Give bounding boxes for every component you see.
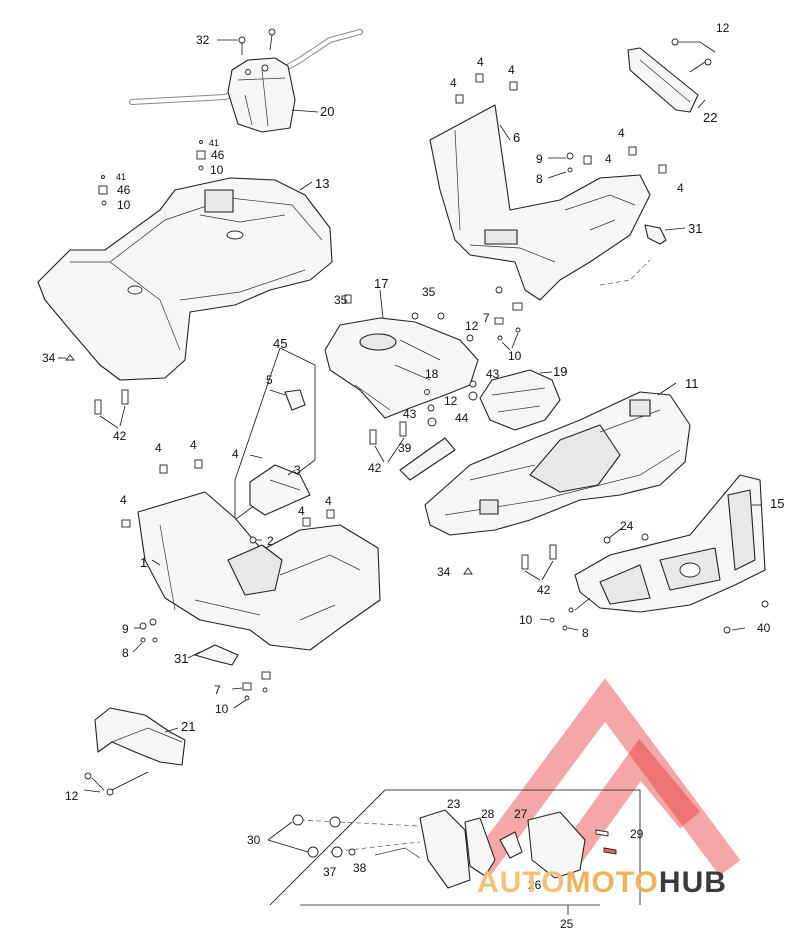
watermark-part-auto: AUTO [477, 866, 565, 899]
label-8: 8 [122, 646, 129, 660]
label-38: 38 [353, 861, 367, 875]
label-13: 13 [315, 176, 329, 191]
label-19: 19 [553, 364, 567, 379]
right-footwell [429, 73, 686, 351]
label-41: 41 [209, 138, 219, 148]
label-40: 40 [757, 621, 771, 635]
label-31: 31 [688, 221, 702, 236]
label-8: 8 [582, 626, 589, 640]
label-12: 12 [444, 394, 458, 408]
label-4: 4 [120, 493, 127, 507]
label-25: 25 [560, 917, 574, 931]
front-rack [539, 474, 769, 634]
label-22: 22 [703, 110, 717, 125]
handguard [627, 38, 716, 113]
label-35: 35 [422, 285, 436, 299]
label-31: 31 [174, 651, 188, 666]
rear-fender [37, 140, 333, 429]
svg-text:AUTOMOTOHUB: AUTOMOTOHUB [477, 866, 727, 899]
label-10: 10 [508, 349, 522, 363]
label-30: 30 [247, 833, 261, 847]
handlebar-pod-assembly [129, 28, 363, 133]
label-11: 11 [685, 376, 699, 391]
tail-light-assembly [267, 789, 641, 915]
label-4: 4 [477, 55, 484, 69]
label-4: 4 [155, 441, 162, 455]
watermark-text: AUTOMOTOHUB [477, 866, 727, 899]
label-10: 10 [519, 613, 533, 627]
label-39: 39 [398, 441, 412, 455]
label-21: 21 [181, 719, 195, 734]
label-3: 3 [294, 463, 301, 477]
label-27: 27 [514, 807, 528, 821]
label-1: 1 [140, 555, 147, 570]
label-34: 34 [42, 351, 56, 365]
label-5: 5 [266, 373, 273, 387]
left-footwell [121, 459, 381, 709]
label-12: 12 [65, 789, 79, 803]
label-43: 43 [486, 367, 500, 381]
label-15: 15 [770, 496, 784, 511]
label-18: 18 [425, 367, 439, 381]
label-23: 23 [447, 797, 461, 811]
front-fender [424, 382, 691, 581]
label-4: 4 [508, 63, 515, 77]
label-43: 43 [403, 407, 417, 421]
label-29: 29 [630, 827, 644, 841]
watermark-part-moto: MOTO [565, 866, 658, 899]
label-4: 4 [605, 152, 612, 166]
label-4: 4 [618, 126, 625, 140]
label-17: 17 [374, 276, 388, 291]
label-7: 7 [214, 683, 221, 697]
label-34: 34 [437, 565, 451, 579]
label-46: 46 [117, 183, 131, 197]
label-2: 2 [267, 534, 274, 548]
label-12: 12 [716, 21, 730, 35]
label-41: 41 [116, 172, 126, 182]
mudflap-left [83, 707, 186, 796]
headlight-cover [479, 369, 561, 431]
label-28: 28 [481, 807, 495, 821]
label-35: 35 [334, 293, 348, 307]
label-8: 8 [536, 172, 543, 186]
label-44: 44 [455, 411, 469, 425]
storage-box-assembly [234, 347, 316, 521]
watermark-part-hub: HUB [659, 866, 727, 899]
label-4: 4 [190, 438, 197, 452]
label-32: 32 [196, 33, 210, 47]
label-4: 4 [298, 504, 305, 518]
label-46: 46 [211, 148, 225, 162]
label-10: 10 [117, 198, 131, 212]
label-6: 6 [513, 130, 520, 145]
label-4: 4 [325, 494, 332, 508]
fuel-tank-cover [324, 289, 479, 481]
watermark-logo-icon [469, 678, 741, 876]
label-24: 24 [620, 519, 634, 533]
label-12: 12 [465, 319, 479, 333]
label-9: 9 [122, 622, 129, 636]
label-9: 9 [536, 152, 543, 166]
label-10: 10 [215, 702, 229, 716]
label-42: 42 [537, 583, 551, 597]
label-4: 4 [450, 76, 457, 90]
label-4: 4 [677, 181, 684, 195]
label-10: 10 [210, 163, 224, 177]
label-45: 45 [273, 336, 287, 351]
label-7: 7 [483, 311, 490, 325]
label-4: 4 [232, 447, 239, 461]
label-20: 20 [320, 104, 334, 119]
label-42: 42 [113, 429, 127, 443]
label-26: 26 [528, 878, 542, 892]
callout-labels: 1 2 3 4 4 4 4 4 4 4 4 4 4 4 4 5 6 7 7 8 … [42, 21, 784, 931]
label-42: 42 [368, 461, 382, 475]
label-37: 37 [323, 865, 337, 879]
handlebar-pod [227, 57, 296, 133]
